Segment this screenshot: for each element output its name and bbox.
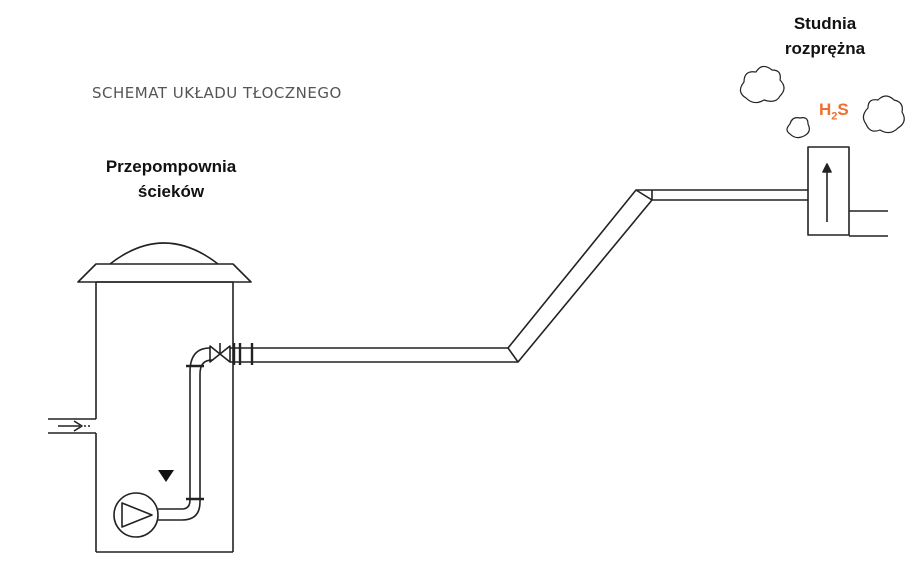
relief-well-label-line1: Studnia <box>793 14 857 33</box>
h2s-main: H <box>819 100 832 119</box>
relief-well-label-line2: rozprężna <box>784 39 866 58</box>
h2s-sub: 2 <box>831 110 838 123</box>
cloud-icon <box>862 95 905 134</box>
discharge-pipeline <box>230 189 808 363</box>
relief-well <box>807 146 888 237</box>
pump-station-chamber <box>77 242 252 553</box>
pump-station-label: Przepompownia ścieków <box>86 154 256 204</box>
inflow-arrow-icon <box>58 420 90 432</box>
pump-icon <box>113 492 182 538</box>
relief-well-label: Studnia rozprężna <box>750 11 900 61</box>
flow-arrow-icon <box>822 163 832 222</box>
cloud-icon <box>786 117 810 139</box>
valve-icon <box>209 343 231 363</box>
h2s-label: H2S <box>819 100 849 122</box>
h2s-tail: S <box>837 100 849 119</box>
water-level-icon <box>158 470 174 482</box>
cloud-icon <box>739 65 785 104</box>
rising-main-inner <box>181 347 213 521</box>
diagram-title: SCHEMAT UKŁADU TŁOCZNEGO <box>92 84 342 102</box>
pump-station-label-line2: ścieków <box>137 182 205 201</box>
inflow-pipe <box>48 405 97 434</box>
pump-station-label-line1: Przepompownia <box>105 157 237 176</box>
